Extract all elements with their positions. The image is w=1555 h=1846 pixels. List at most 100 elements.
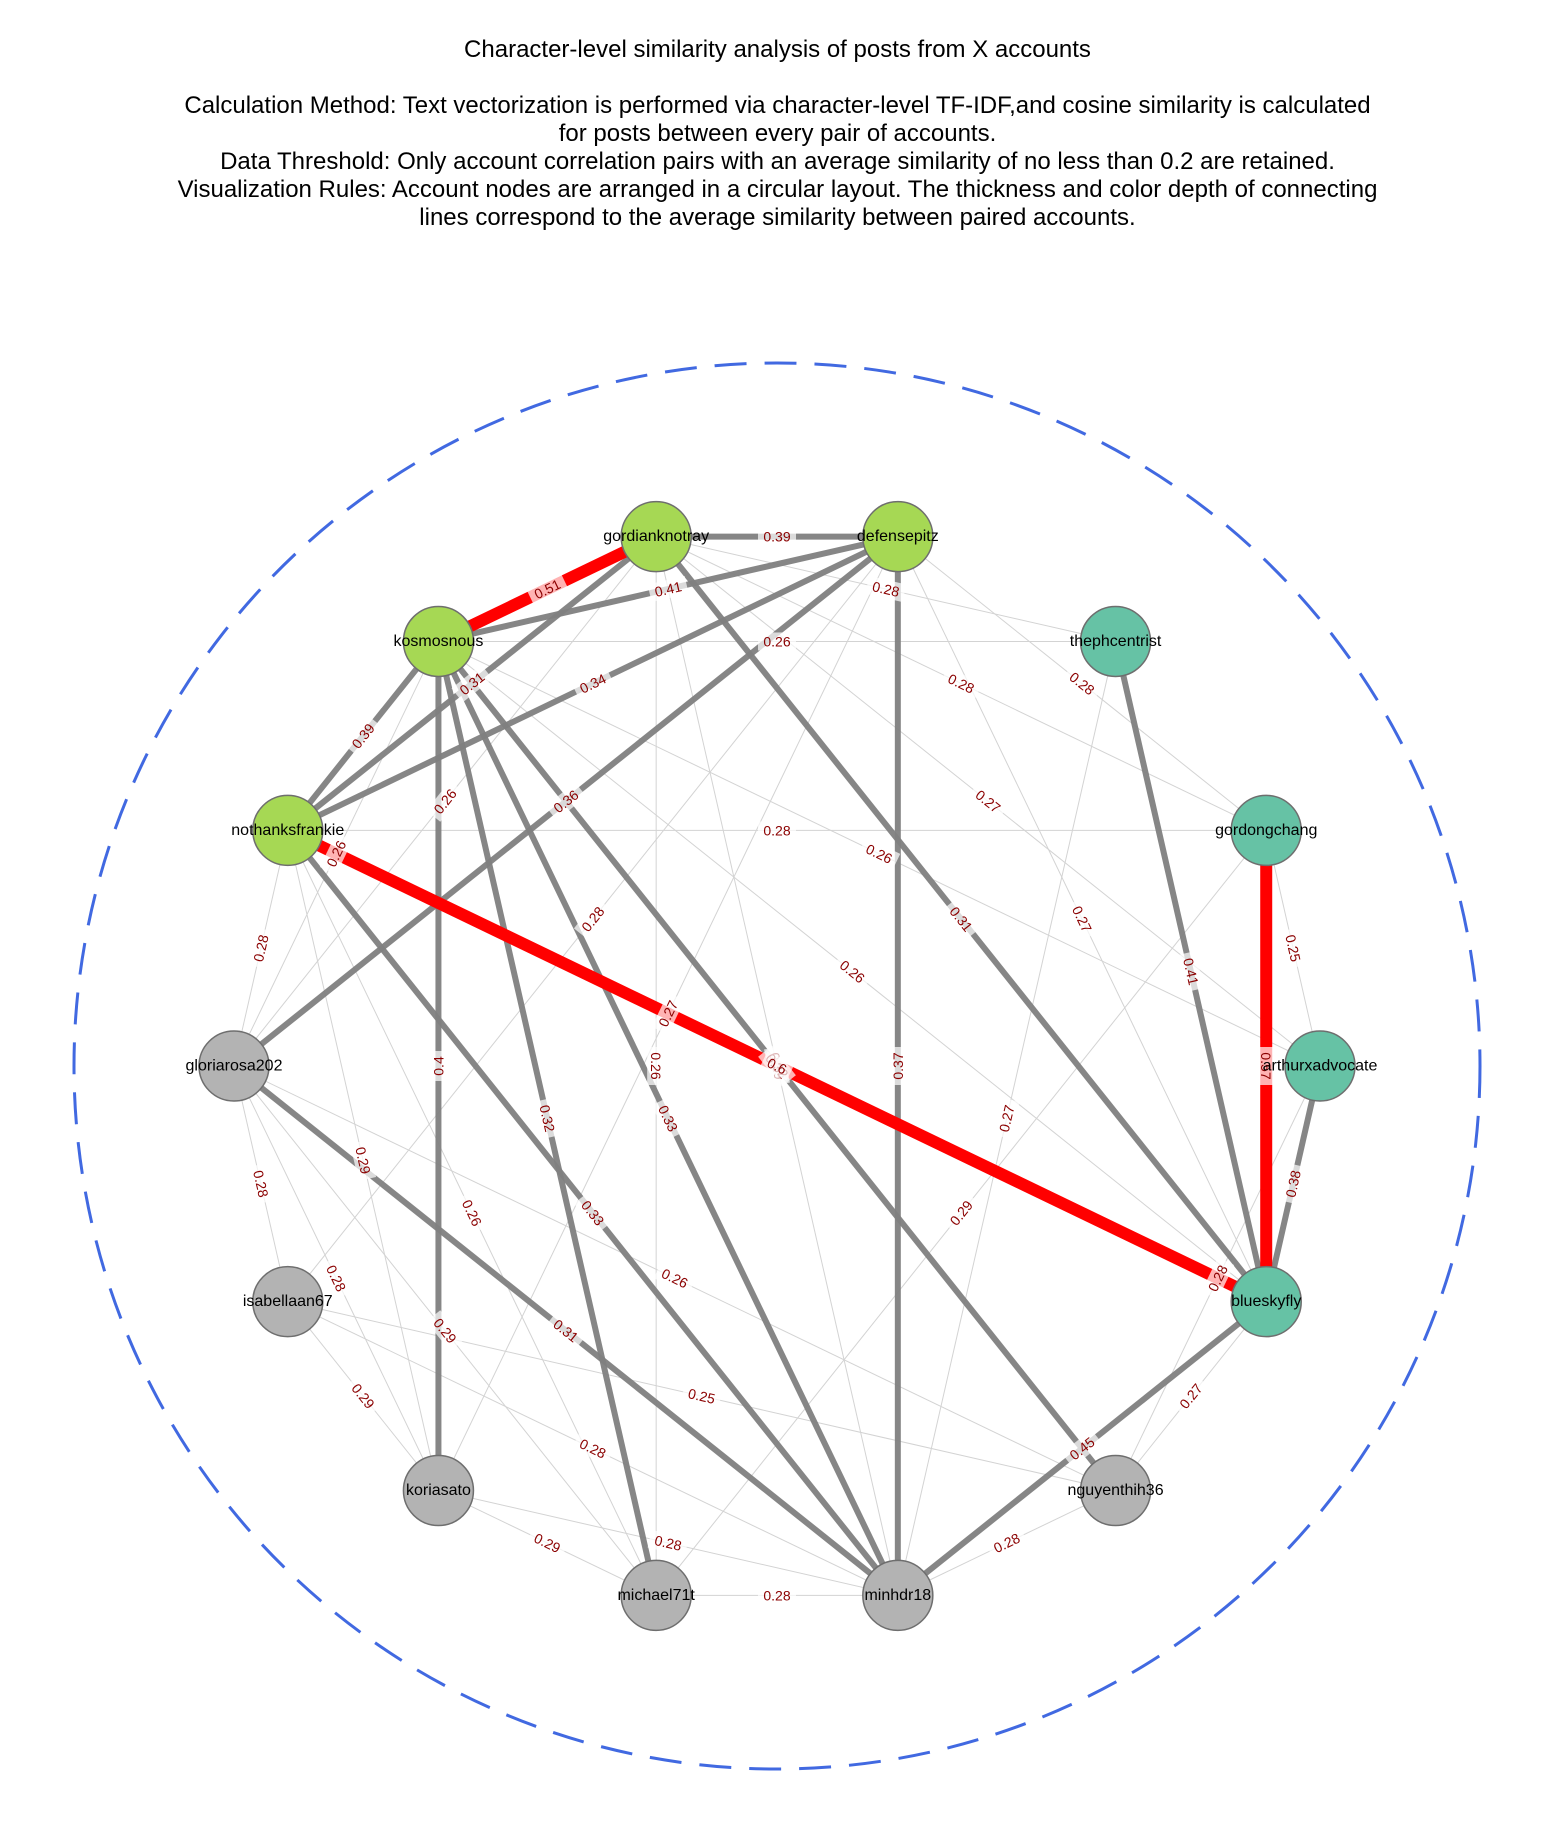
node-thephcentrist[interactable] — [1079, 605, 1152, 678]
edge-label-group: 0.41 — [1177, 951, 1204, 993]
edge-weight-label: 0.41 — [653, 578, 683, 600]
node-label-michael71t: michael71t — [617, 1587, 695, 1604]
edge-label-background — [545, 782, 587, 821]
edge-label-background — [573, 898, 612, 940]
edge-label-background — [534, 1097, 561, 1139]
node-defensepitz[interactable] — [862, 500, 934, 573]
edge-label-group: 0.27 — [1065, 898, 1099, 941]
node-isabellaan67[interactable] — [252, 1265, 324, 1338]
edge-label-background — [573, 1192, 612, 1234]
edge-label-background — [647, 1529, 689, 1556]
edge-label-group: 0.26 — [455, 1191, 489, 1234]
node-kosmosnous[interactable] — [402, 605, 475, 678]
description-line-5: lines correspond to the average similari… — [419, 204, 1136, 231]
edge-label-background — [344, 1375, 382, 1417]
node-blueskyfly[interactable] — [1230, 1265, 1302, 1338]
description-line-3: Data Threshold: Only account correlation… — [220, 148, 1335, 175]
edge-label-background — [758, 1586, 796, 1605]
edge-weight-label: 0.6 — [765, 1055, 790, 1078]
edge-label-background — [1177, 951, 1204, 993]
description-line-4: Visualization Rules: Account nodes are a… — [177, 176, 1378, 203]
node-label-nguyenthih36: nguyenthih36 — [1068, 1482, 1164, 1499]
edge-label-group: 0.32 — [534, 1097, 561, 1139]
node-nguyenthih36[interactable] — [1079, 1454, 1152, 1527]
edge-label-group: 0.31 — [545, 1311, 587, 1350]
edge-weight-label: 0.39 — [763, 529, 790, 545]
edge-label-group: 0.27 — [1172, 1375, 1210, 1417]
chart-title: Character-level similarity analysis of p… — [464, 36, 1091, 63]
edge-weight-label: 0.25 — [687, 1385, 717, 1407]
edge-label-group: 0.29 — [350, 1139, 377, 1181]
edge-label-group: 0.28 — [865, 576, 907, 603]
edge-label-group: 0.34 — [571, 667, 614, 700]
edge-label-background — [247, 927, 274, 969]
edge-label-group: 0.29 — [344, 1375, 382, 1417]
edge-weight-label: 0.28 — [763, 1587, 790, 1603]
edge-weight-label: 0.26 — [648, 1052, 664, 1079]
edge-weight-label: 0.28 — [871, 578, 901, 600]
node-nothanksfrankie[interactable] — [252, 794, 324, 867]
edge-label-background — [993, 1097, 1020, 1139]
edge-label-background — [647, 1047, 666, 1085]
edge-label-background — [985, 1526, 1028, 1560]
edge-weight-label: 0.41 — [1180, 956, 1202, 986]
edge-label-background — [940, 667, 983, 700]
edge-label-group: 0.26 — [653, 1261, 696, 1295]
node-label-minhdr18: minhdr18 — [864, 1587, 931, 1604]
edge-label-group: 0.41 — [647, 576, 689, 603]
edge-label-group: 0.4 — [429, 1051, 448, 1081]
edge-label-background — [344, 715, 382, 757]
edge-label-group: 0.28 — [985, 1526, 1028, 1560]
edge-label-background — [429, 1051, 448, 1081]
edge-label-background — [967, 782, 1009, 821]
edge-label-group: 0.28 — [571, 1432, 614, 1465]
edge-label-background — [350, 1139, 377, 1181]
edge-label-group: 0.29 — [526, 1526, 569, 1560]
edge-label-background — [545, 1311, 587, 1350]
edge-weight-label: 0.29 — [352, 1145, 374, 1175]
edge-label-background — [758, 821, 796, 840]
node-label-gloriarosa202: gloriarosa202 — [186, 1058, 283, 1075]
edge-label-background — [1280, 1163, 1307, 1205]
node-gloriarosa202[interactable] — [198, 1030, 270, 1102]
edge-label-group: 0.38 — [1280, 1163, 1307, 1205]
node-minhdr18[interactable] — [862, 1559, 934, 1632]
node-label-thephcentrist: thephcentrist — [1070, 633, 1162, 650]
edge-label-background — [888, 1047, 907, 1085]
node-label-arthurxadvocate: arthurxadvocate — [1263, 1058, 1378, 1075]
node-label-nothanksfrankie: nothanksfrankie — [231, 822, 344, 839]
description-line-2: for posts between every pair of accounts… — [558, 120, 997, 147]
edge-label-background — [571, 667, 614, 700]
edge-label-group: 0.28 — [647, 1529, 689, 1556]
edge-label-background — [1280, 927, 1307, 969]
edge-label-background — [455, 1191, 489, 1234]
node-gordongchang[interactable] — [1230, 794, 1302, 867]
edge-label-background — [1201, 1257, 1235, 1300]
edge-label-background — [1065, 898, 1099, 941]
edge-label-background — [831, 952, 873, 991]
edge-label-group: 0.25 — [681, 1383, 723, 1410]
node-michael71t[interactable] — [620, 1559, 692, 1632]
edge-label-background — [759, 1051, 795, 1081]
edge-label-background — [865, 576, 907, 603]
edge-label-group: 0.51 — [526, 572, 569, 606]
edge-labels-layer: 0.250.250.260.260.260.260.260.260.260.26… — [247, 527, 1307, 1605]
edge-label-group: 0.26 — [426, 780, 464, 822]
edge-weight-label: 0.28 — [763, 822, 790, 838]
edge-label-group: 0.6 — [759, 1051, 795, 1081]
node-koriasato[interactable] — [402, 1454, 475, 1527]
node-gordianknotray[interactable] — [620, 500, 692, 573]
edge-label-group: 0.26 — [831, 952, 873, 991]
edge-label-group: 0.28 — [247, 1163, 274, 1205]
edge-weight-label: 0.28 — [250, 1169, 272, 1199]
edge-label-group: 0.27 — [967, 782, 1009, 821]
edge-label-group: 0.28 — [758, 1586, 796, 1605]
edge-weight-label: 0.37 — [890, 1052, 906, 1079]
edge-label-background — [247, 1163, 274, 1205]
node-label-gordongchang: gordongchang — [1215, 822, 1317, 839]
edge-label-background — [319, 1257, 353, 1300]
edge-label-group: 0.25 — [1280, 927, 1307, 969]
node-arthurxadvocate[interactable] — [1284, 1030, 1356, 1102]
edge-label-background — [526, 1526, 569, 1560]
